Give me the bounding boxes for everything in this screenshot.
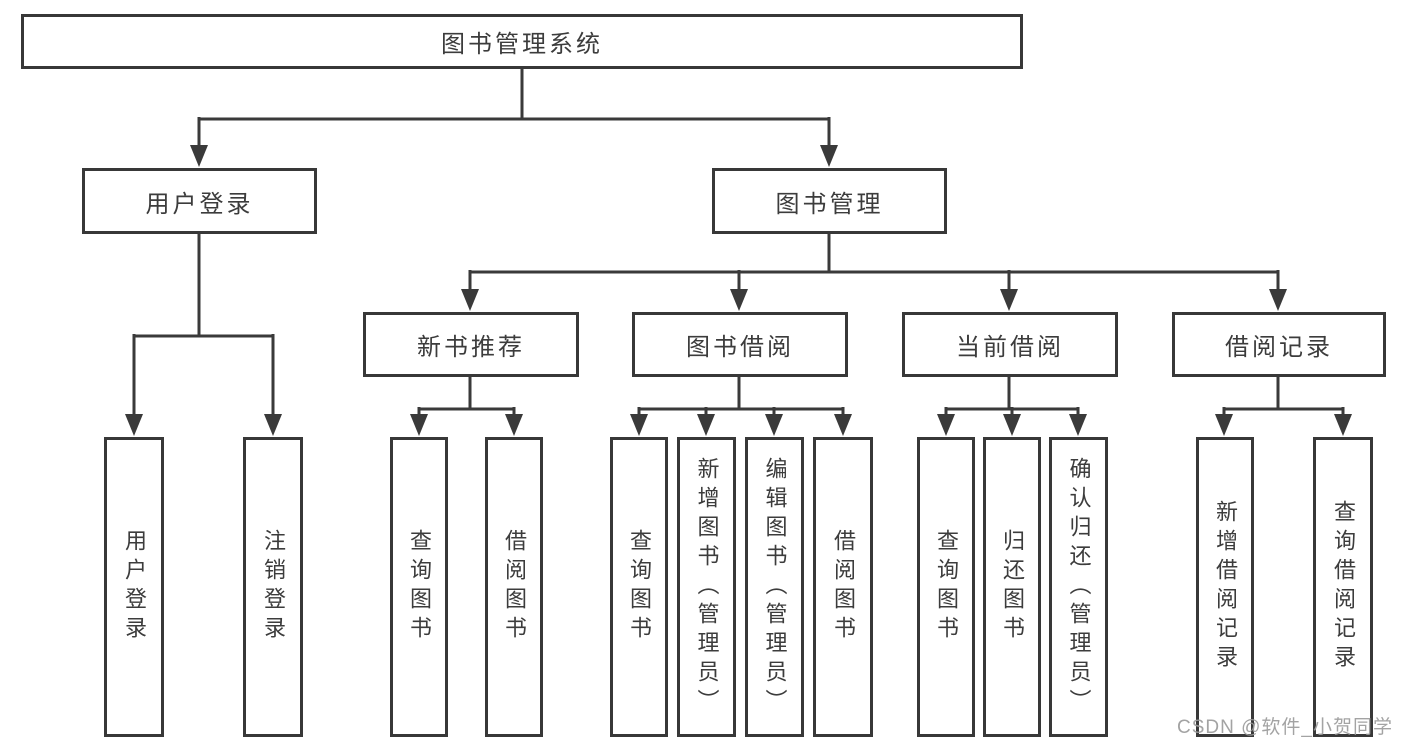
leaf-add-book-admin: 新增图书（管理员） [677, 437, 736, 737]
leaf-label: 查询图书 [407, 529, 432, 645]
leaf-label: 新增借阅记录 [1213, 500, 1238, 674]
csdn-watermark: CSDN @软件_小贺同学 [1177, 717, 1393, 738]
leaf-label: 编辑图书（管理员） [762, 456, 788, 718]
node-book-borrowing: 图书借阅 [632, 312, 848, 377]
leaf-label: 新增图书（管理员） [694, 456, 720, 718]
leaf-user-login-label: 用户登录 [122, 529, 147, 645]
leaf-query-borrow-record: 查询借阅记录 [1313, 437, 1373, 737]
node-library-management-system: 图书管理系统 [21, 14, 1023, 69]
leaf-borrow-books-recommend: 借阅图书 [485, 437, 543, 737]
leaf-borrow-books: 借阅图书 [813, 437, 873, 737]
node-user-login: 用户登录 [82, 168, 317, 234]
leaf-confirm-return-admin: 确认归还（管理员） [1049, 437, 1108, 737]
node-book-management: 图书管理 [712, 168, 947, 234]
leaf-query-books-current: 查询图书 [917, 437, 975, 737]
leaf-query-books-borrow: 查询图书 [610, 437, 668, 737]
leaf-edit-book-admin: 编辑图书（管理员） [745, 437, 804, 737]
leaf-return-book: 归还图书 [983, 437, 1041, 737]
leaf-logout-login: 注销登录 [243, 437, 303, 737]
leaf-logout-login-label: 注销登录 [261, 529, 286, 645]
leaf-add-borrow-record: 新增借阅记录 [1196, 437, 1254, 737]
leaf-label: 查询借阅记录 [1331, 500, 1356, 674]
leaf-label: 借阅图书 [502, 529, 527, 645]
leaf-label: 查询图书 [934, 529, 959, 645]
leaf-label: 确认归还（管理员） [1066, 456, 1092, 718]
node-new-book-recommendation: 新书推荐 [363, 312, 579, 377]
leaf-label: 查询图书 [627, 529, 652, 645]
leaf-query-books-recommend: 查询图书 [390, 437, 448, 737]
leaf-label: 借阅图书 [831, 529, 856, 645]
node-borrowing-records: 借阅记录 [1172, 312, 1386, 377]
leaf-user-login: 用户登录 [104, 437, 164, 737]
leaf-label: 归还图书 [1000, 529, 1025, 645]
arrowheads [125, 145, 1352, 436]
node-current-borrowing: 当前借阅 [902, 312, 1118, 377]
